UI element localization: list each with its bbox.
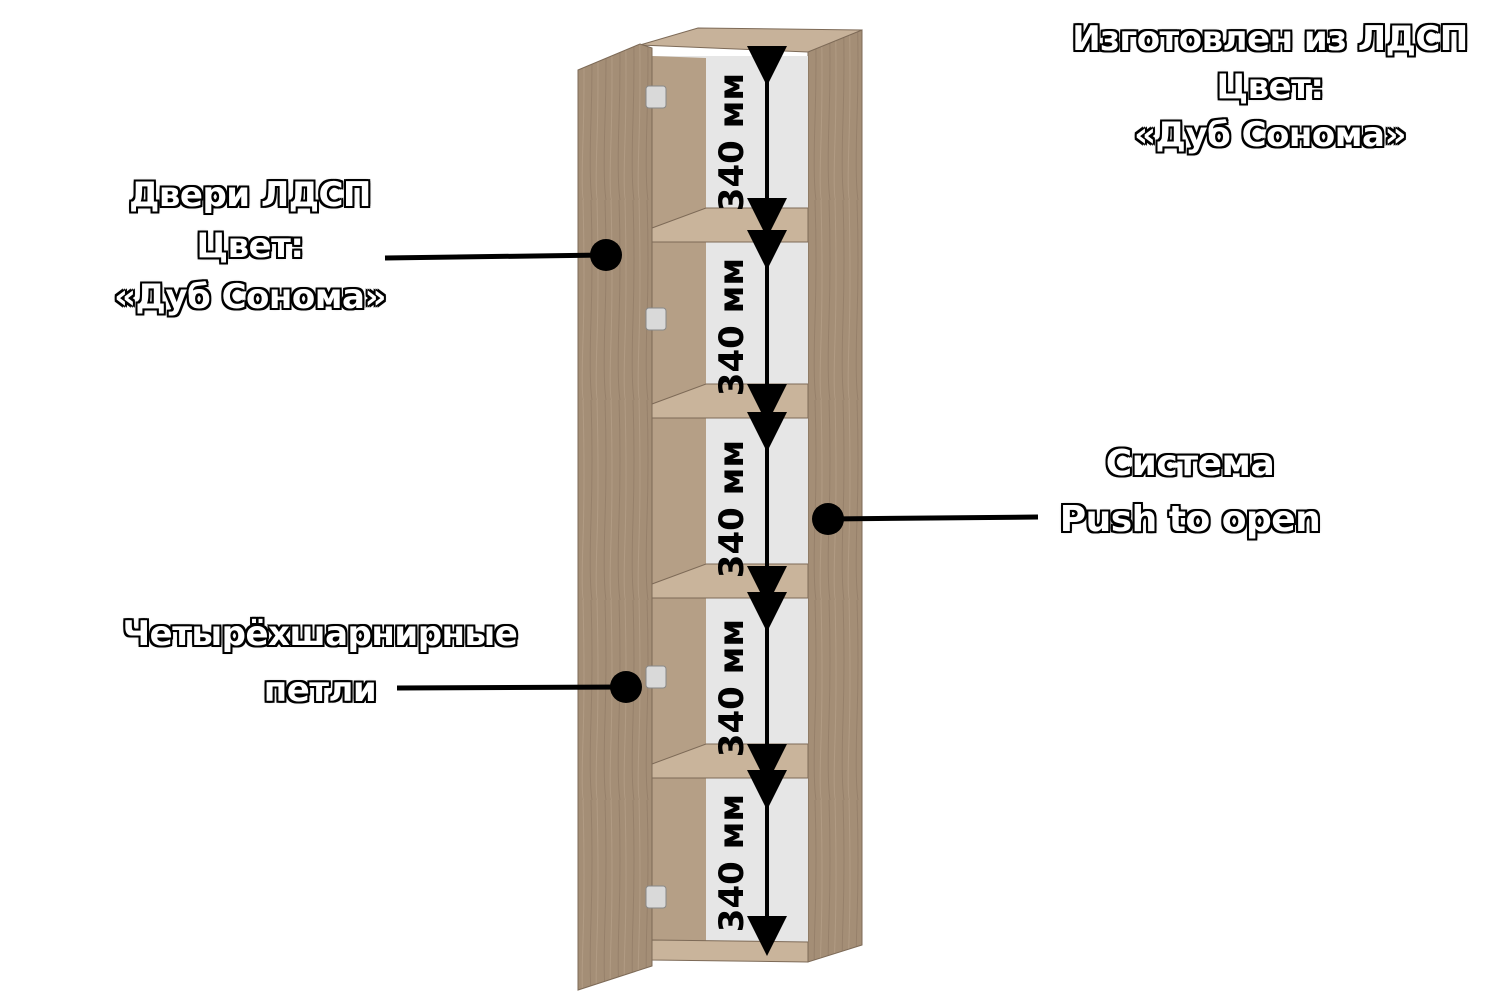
cabinet-inner-left (652, 56, 706, 955)
doors-line-3: «Дуб Сонома» (114, 277, 386, 317)
pointer-hinges (396, 671, 642, 703)
hinge-icon (645, 85, 667, 909)
hinges-line-1: Четырёхшарнирные (122, 614, 518, 654)
push-to-open-label: Система Push to open (1030, 446, 1350, 558)
doors-line-2: Цвет: (196, 226, 304, 266)
pointer-push-to-open (812, 503, 1039, 535)
material-line-2: Цвет: (1216, 67, 1324, 107)
pointer-doors (384, 239, 622, 271)
doors-line-1: Двери ЛДСП (129, 175, 371, 215)
hinges-line-2: петли (263, 670, 377, 710)
cabinet-bottom-panel (651, 939, 809, 963)
push-line-2: Push to open (1059, 499, 1321, 540)
dimension-label: 340 мм (712, 73, 752, 211)
material-line-3: «Дуб Сонома» (1134, 115, 1406, 155)
doors-label: Двери ЛДСП Цвет: «Дуб Сонома» (100, 178, 400, 331)
dimension-annotations: 340 мм 340 мм 340 мм 340 мм 340 мм (712, 46, 787, 956)
material-label: Изготовлен из ЛДСП Цвет: «Дуб Сонома» (1070, 22, 1470, 166)
cabinet-side-panel (807, 29, 863, 963)
dimension-label: 340 мм (712, 794, 752, 932)
hinges-label: Четырёхшарнирные петли (100, 617, 540, 729)
dimension-label: 340 мм (712, 258, 752, 396)
cabinet-door (577, 43, 653, 991)
material-line-1: Изготовлен из ЛДСП (1072, 19, 1468, 59)
dimension-label: 340 мм (712, 440, 752, 578)
dimension-label: 340 мм (712, 619, 752, 757)
push-line-1: Система (1105, 443, 1275, 484)
